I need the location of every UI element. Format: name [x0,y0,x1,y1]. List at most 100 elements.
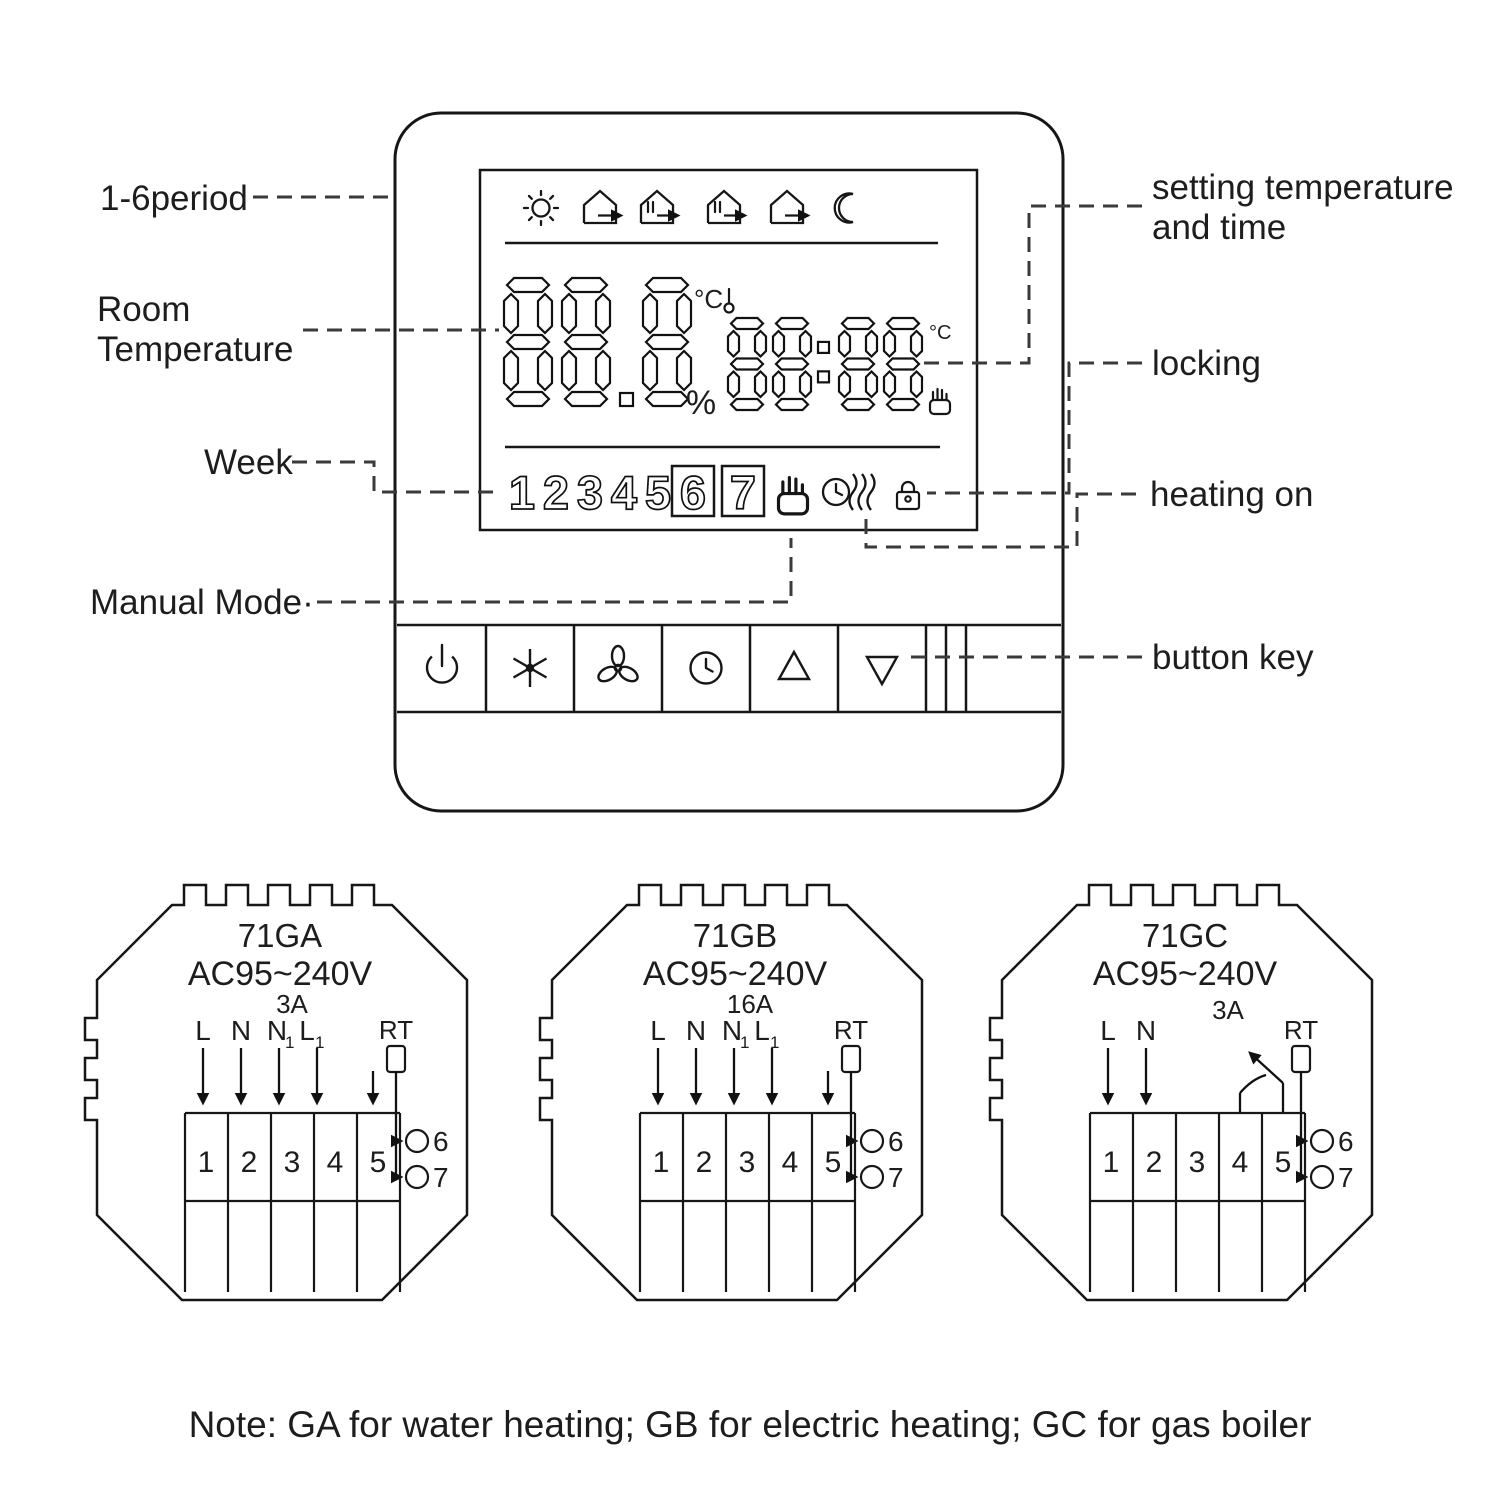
output-label-6: 6 [1338,1126,1354,1157]
return-home-icon [771,191,808,223]
wire-label-N1-sub: 1 [740,1033,749,1052]
week-day: 4 [611,466,637,519]
output-label-7: 7 [1338,1162,1354,1193]
wire-label-N: N [686,1015,706,1046]
label-week: Week [204,443,293,482]
fan-blade [597,665,618,683]
note-text: Note: GA for water heating; GB for elect… [189,1404,1312,1445]
lcd-screen: °C % °C 1 2 3 4 5 6 7 [478,168,979,532]
wire-label-L: L [650,1015,666,1046]
thermostat-panel [393,111,1065,813]
output-terminal-6 [1309,1128,1335,1154]
button-row-border [397,623,1061,714]
leader-setting [921,204,1142,365]
terminal-number: 5 [825,1146,842,1179]
wire-label-L1-sub: 1 [770,1033,779,1052]
wire-label-N1-sub: 1 [285,1033,294,1052]
mode-button[interactable] [512,649,548,687]
up-button[interactable] [776,649,812,681]
callout-labels: 1-6period Room Temperature Week Manual M… [90,168,1454,677]
manual-hand-icon [776,476,810,516]
output-terminal-7 [404,1164,430,1190]
output-terminal-7 [859,1164,885,1190]
terminal-number: 3 [284,1146,301,1179]
week-day-box [720,464,766,518]
output-terminal-6 [404,1128,430,1154]
leader-locking [927,361,1142,495]
terminal-grid [183,1111,402,1292]
label-heating-on: heating on [1150,475,1313,514]
terminal-number: 3 [739,1146,756,1179]
module-amp: 16A [727,989,774,1019]
wire-label-N1: N [722,1015,742,1046]
label-setting-1: setting temperature [1152,168,1454,207]
terminal-number: 2 [241,1146,258,1179]
terminal-number: 2 [696,1146,713,1179]
wire-label-N: N [1136,1015,1156,1046]
wire-label-L: L [1100,1015,1116,1046]
module-model: 71GA [238,917,322,954]
button-dividers [484,625,968,712]
week-day: 2 [543,466,569,519]
week-day: 3 [577,466,603,519]
label-setting-2: and time [1152,208,1286,247]
output-label-6: 6 [888,1126,904,1157]
down-button[interactable] [864,655,900,687]
module-voltage: AC95~240V [643,955,828,993]
timer-icon [821,477,851,507]
module-amp: 3A [1212,995,1244,1025]
timer-button[interactable] [689,651,723,685]
sun-icon [522,189,560,227]
output-terminal-6 [859,1128,885,1154]
fan-blade [618,665,639,683]
terminal-number: 4 [1232,1146,1249,1179]
output-label-6: 6 [433,1126,449,1157]
room-temp-unit: °C [694,284,723,314]
terminal-number: 2 [1146,1146,1163,1179]
module-amp: 3A [276,989,308,1019]
power-button[interactable] [425,643,459,684]
humidity-percent: % [686,384,716,422]
manual-hand-icon-small [928,387,952,416]
setting-temp-unit: °C [929,322,951,344]
leader-lines [253,195,1142,659]
thermometer-icon [723,287,735,314]
module-voltage: AC95~240V [188,955,373,993]
terminal-grid [1088,1111,1307,1292]
week-day: 5 [645,466,671,519]
module-71gc: 71GC AC95~240V L N 3A RT 6 7 1 2 3 4 5 [988,883,1374,1302]
terminal-number: 4 [782,1146,799,1179]
wire-label-N: N [231,1015,251,1046]
switch-arc [1239,1073,1267,1094]
rt-sensor [1290,1044,1312,1074]
wire-label-L: L [195,1015,211,1046]
label-room: Room [97,290,190,329]
time-value [726,316,924,412]
fan-blade [610,644,626,668]
module-71gb: 71GB AC95~240V 16A L N N 1 L 1 RT 6 7 1 … [538,883,924,1302]
lcd-frame [478,168,979,532]
snowflake-icon [512,649,548,687]
terminal-grid [638,1111,857,1292]
clock-icon [689,651,723,685]
module-model: 71GB [693,917,777,954]
wire-label-N1: N [267,1015,287,1046]
button-row [397,623,1061,714]
output-terminal-7 [1309,1164,1335,1190]
fan-button[interactable] [596,644,640,684]
terminal-number: 1 [653,1146,670,1179]
terminal-number: 4 [327,1146,344,1179]
label-manual-mode: Manual Mode· [90,583,314,622]
wire-label-L1: L [754,1015,770,1046]
week-day: 6 [680,466,706,519]
switch-blade [1248,1051,1284,1084]
up-triangle-icon [776,649,812,681]
week-day-box [670,464,716,518]
dinner-time-icon-2 [708,191,745,223]
label-temperature: Temperature [97,330,293,369]
label-button-key: button key [1152,638,1314,677]
week-day: 1 [509,466,535,519]
dinner-time-icon [641,191,678,223]
terminal-number: 5 [370,1146,387,1179]
